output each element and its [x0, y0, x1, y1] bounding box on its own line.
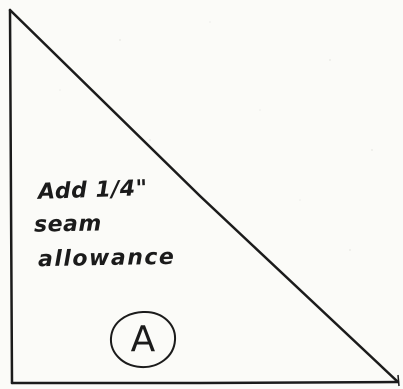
label-circle: [109, 310, 177, 369]
piece-label: A: [130, 318, 156, 360]
seam-note-line-1: Add 1/4": [37, 176, 149, 205]
seam-note-line-2: seam: [33, 211, 103, 238]
seam-note-line-3: allowance: [37, 244, 176, 273]
